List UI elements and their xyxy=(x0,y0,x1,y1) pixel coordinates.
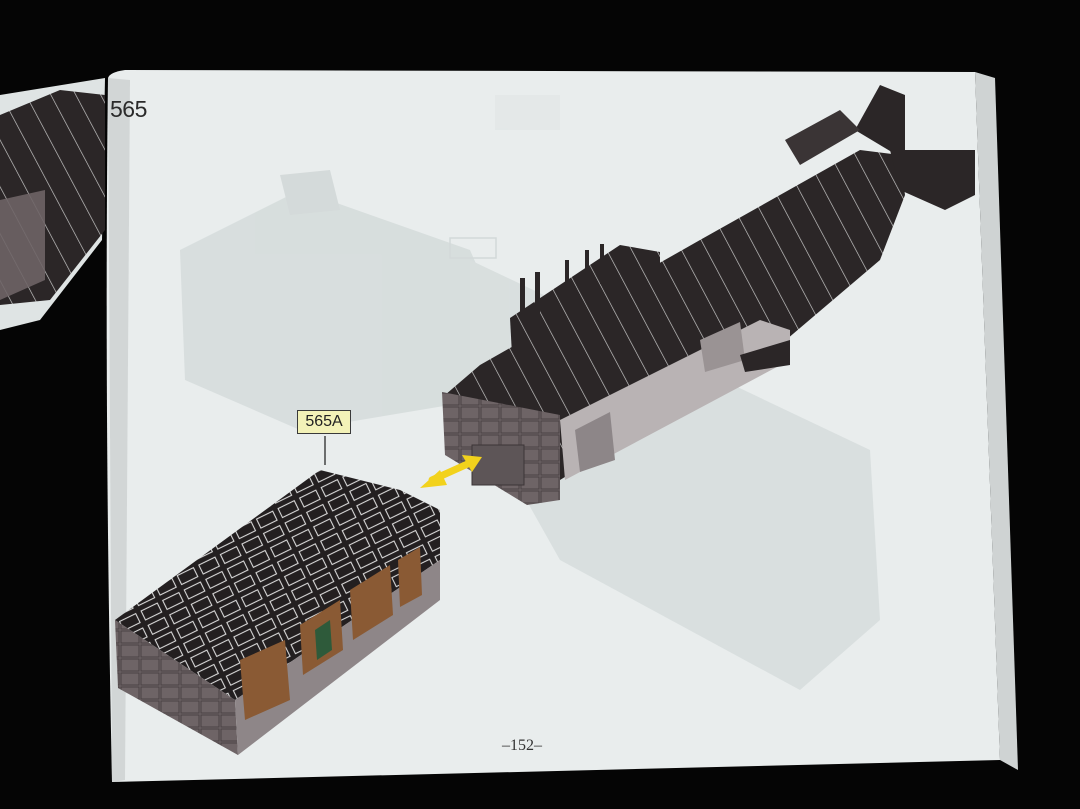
step-number: 565 xyxy=(110,96,147,122)
page-number: –152– xyxy=(502,737,542,754)
page-stack-edge xyxy=(975,72,1018,770)
assembly-arrow xyxy=(420,455,482,488)
left-page-model xyxy=(0,90,105,305)
page-gutter-shadow xyxy=(108,78,130,782)
compartment-module xyxy=(115,436,440,755)
submarine-model xyxy=(442,85,975,505)
substep-label: 565A xyxy=(297,410,351,434)
